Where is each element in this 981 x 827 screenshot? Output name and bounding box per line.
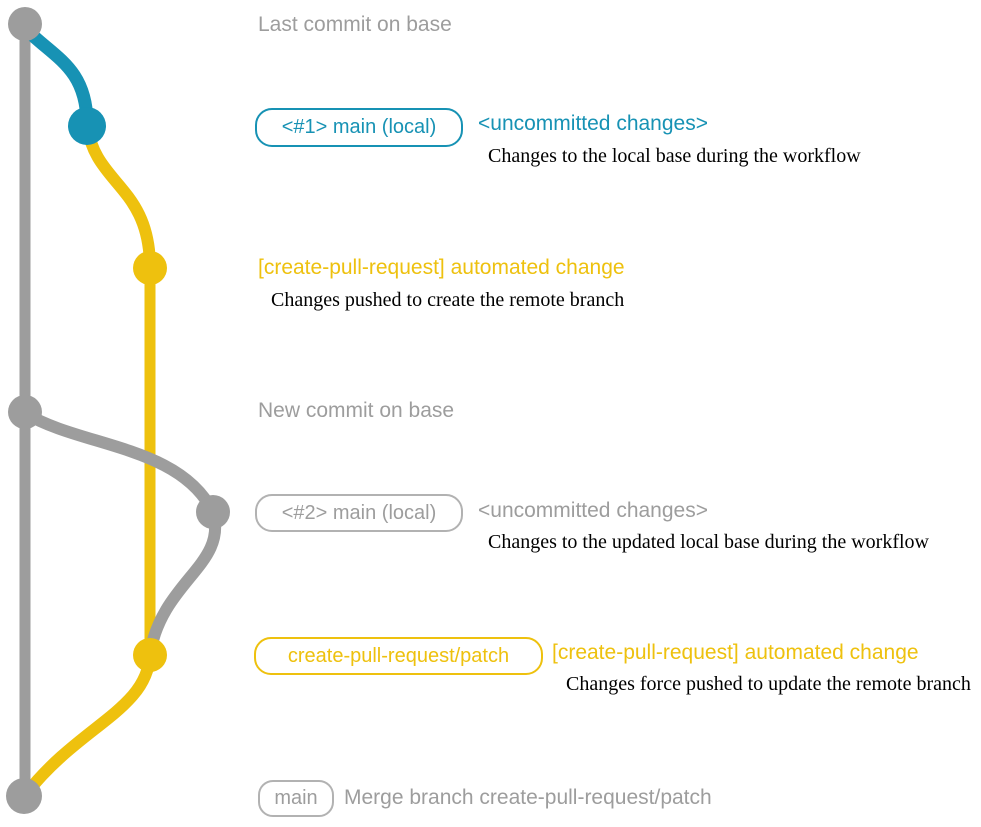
rebase-branch-curve-out — [19, 407, 219, 518]
commit-dot-automated-2 — [133, 638, 167, 672]
heading-last-commit-on-base: Last commit on base — [258, 13, 452, 36]
commit-title-automated-1: [create-pull-request] automated change — [258, 256, 625, 279]
commit-dot-uncommitted-1 — [68, 107, 106, 145]
merge-curve-to-base — [20, 649, 156, 800]
commit-dot-base-new — [8, 395, 42, 429]
commit-note-uncommitted-1: Changes to the local base during the wor… — [488, 145, 861, 167]
heading-new-commit-on-base: New commit on base — [258, 399, 455, 422]
branch-badge-main-local-2: <#2> main (local) — [255, 494, 463, 532]
commit-dot-automated-1 — [133, 251, 167, 285]
commit-dot-merge — [6, 778, 42, 814]
commit-note-uncommitted-2: Changes to the updated local base during… — [488, 531, 929, 553]
commit-title-merge: Merge branch create-pull-request/patch — [344, 786, 712, 809]
commit-note-automated-2: Changes force pushed to update the remot… — [566, 673, 971, 695]
commit-title-uncommitted-2: <uncommitted changes> — [478, 499, 708, 522]
commit-title-uncommitted-1: <uncommitted changes> — [478, 112, 708, 135]
branch-badge-main-local-1: <#1> main (local) — [255, 108, 463, 147]
git-graph — [6, 7, 230, 814]
commit-dot-uncommitted-2 — [196, 495, 230, 529]
pr-branch-curve-top — [81, 118, 156, 274]
commit-note-automated-1: Changes pushed to create the remote bran… — [271, 289, 625, 311]
commit-title-automated-2: [create-pull-request] automated change — [552, 641, 919, 664]
local-changes-branch-segment-1 — [20, 23, 94, 129]
rebase-branch-curve-in — [144, 506, 222, 659]
branch-badge-main: main — [258, 780, 334, 817]
commit-dot-base-last — [8, 7, 42, 41]
branch-badge-create-pull-request-patch: create-pull-request/patch — [254, 637, 543, 675]
